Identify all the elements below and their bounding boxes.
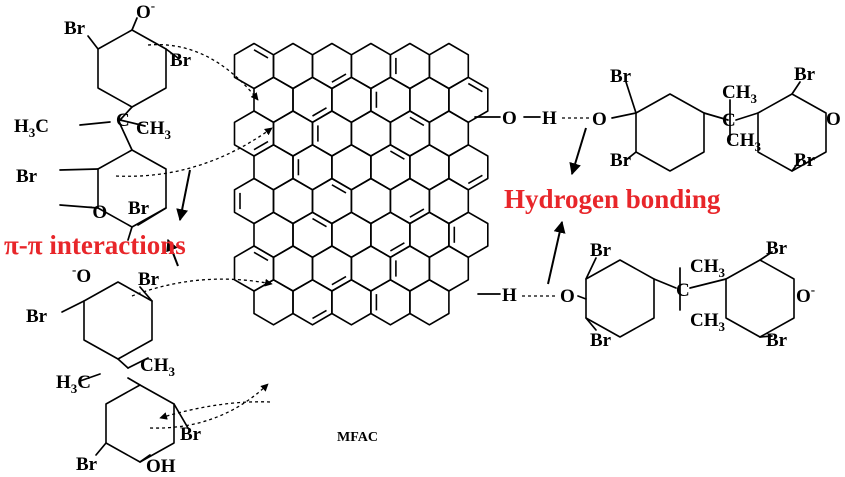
pi-pi-interactions-label: π-π interactions [4, 230, 186, 260]
oxygen-atom: O- [136, 0, 155, 23]
hydrogen-bonding-label: Hydrogen bonding [504, 184, 721, 214]
graphene-double-bond [253, 49, 269, 59]
oxygen-atom: O [560, 286, 575, 307]
tbbpa-molecule-left-bottom: -O Br Br H3C CH3 Br Br OH [26, 262, 202, 477]
bromine-atom: Br [128, 198, 150, 219]
hydrogen-bond-top: O H [474, 108, 590, 129]
oxygen-atom: O [592, 109, 607, 130]
hydrogen-atom: H [502, 285, 517, 306]
graphene-double-bond [253, 140, 269, 151]
label-arrows [166, 127, 587, 285]
graphene-hexagon [428, 110, 470, 157]
graphene-hexagon [331, 278, 372, 326]
oxygen-atom: -O [88, 198, 107, 223]
aromatic-ring [757, 93, 827, 172]
bromine-atom: Br [590, 330, 612, 351]
graphene-hexagon [272, 110, 314, 157]
graphene-hexagon [331, 76, 372, 124]
bromine-atom: Br [16, 166, 38, 187]
methyl-group: CH3 [690, 310, 726, 334]
mfac-graphene-sheet [233, 42, 489, 326]
graphene-double-bond [331, 184, 347, 194]
tbbpa-molecule-right-top: Br Br O CH3 C CH3 Br Br O [592, 64, 841, 172]
bromine-atom: Br [794, 150, 816, 171]
graphene-hexagon [331, 144, 372, 191]
graphene-hexagon [409, 278, 450, 326]
mfac-label: MFAC [337, 430, 378, 445]
graphene-double-bond [389, 150, 405, 160]
aromatic-ring [83, 281, 153, 360]
methyl-group: CH3 [722, 82, 758, 106]
graphene-hexagon [253, 144, 294, 191]
graphene-hexagon [272, 245, 314, 292]
graphene-hexagon [350, 110, 392, 157]
bromine-atom: Br [610, 66, 632, 87]
graphene-hexagon [253, 278, 294, 326]
carbon-atom: C [722, 110, 736, 131]
oxygen-atom: -O [72, 262, 91, 287]
carbon-atom: C [116, 110, 130, 131]
aromatic-ring [635, 93, 705, 172]
graphene-double-bond [467, 82, 483, 93]
aromatic-ring [105, 384, 175, 463]
graphene-double-bond [409, 208, 425, 218]
graphene-hexagon [331, 211, 372, 259]
pi-pi-dotted-arrows [115, 43, 273, 429]
tbbpa-molecule-right-bottom: Br Br O CH3 C CH3 Br Br O- [560, 238, 815, 351]
graphene-double-bond [312, 217, 327, 228]
graphene-double-bond [409, 116, 425, 127]
graphene-hexagon [428, 245, 470, 292]
bromine-atom: Br [26, 306, 48, 327]
bromine-atom: Br [76, 454, 98, 475]
graphene-hexagon [350, 177, 392, 225]
oxygen-atom: O- [796, 282, 815, 307]
graphene-double-bond [312, 309, 327, 320]
graphene-hexagon [253, 211, 294, 259]
methyl-group: CH3 [726, 130, 762, 154]
graphene-double-bond [389, 242, 405, 252]
methyl-group: H3C [14, 116, 49, 140]
bromine-atom: Br [590, 240, 612, 261]
oxygen-atom: O [826, 109, 841, 130]
graphene-double-bond [331, 275, 347, 286]
aromatic-ring [97, 29, 167, 108]
graphene-hexagon [409, 144, 450, 191]
carbon-atom: C [676, 280, 690, 301]
hydroxyl-group: OH [146, 456, 176, 477]
bromine-atom: Br [610, 150, 632, 171]
bromine-atom: Br [64, 18, 86, 39]
bromine-atom: Br [794, 64, 816, 85]
graphene-hexagon [272, 177, 314, 225]
aromatic-ring [585, 259, 655, 338]
methyl-group: CH3 [136, 118, 172, 142]
hydrogen-bond-bottom: H [477, 285, 558, 306]
methyl-group: H3C [56, 372, 91, 396]
graphene-hexagon [350, 42, 392, 90]
bromine-atom: Br [138, 269, 160, 290]
graphene-hexagon [350, 245, 392, 292]
bromine-atom: Br [766, 330, 788, 351]
graphene-hexagon [253, 76, 294, 124]
graphene-hexagon [428, 42, 470, 90]
graphene-double-bond [312, 107, 327, 117]
bromine-atom: Br [766, 238, 788, 259]
graphene-hexagon [409, 76, 450, 124]
tbbpa-molecule-left-top: O- Br Br H3C C CH3 Br Br -O [14, 0, 192, 241]
bromine-atom: Br [180, 424, 202, 445]
methyl-group: CH3 [140, 355, 176, 379]
graphene-double-bond [331, 73, 347, 83]
graphene-hexagon [428, 177, 470, 225]
graphene-hexagon [409, 211, 450, 259]
oxygen-atom: O [502, 108, 517, 129]
graphene-double-bond [253, 251, 269, 262]
graphene-hexagon [272, 42, 314, 90]
hydrogen-atom: H [542, 108, 557, 129]
bromine-atom: Br [170, 50, 192, 71]
graphene-double-bond [467, 174, 483, 185]
methyl-group: CH3 [690, 256, 726, 280]
aromatic-ring [725, 259, 795, 338]
